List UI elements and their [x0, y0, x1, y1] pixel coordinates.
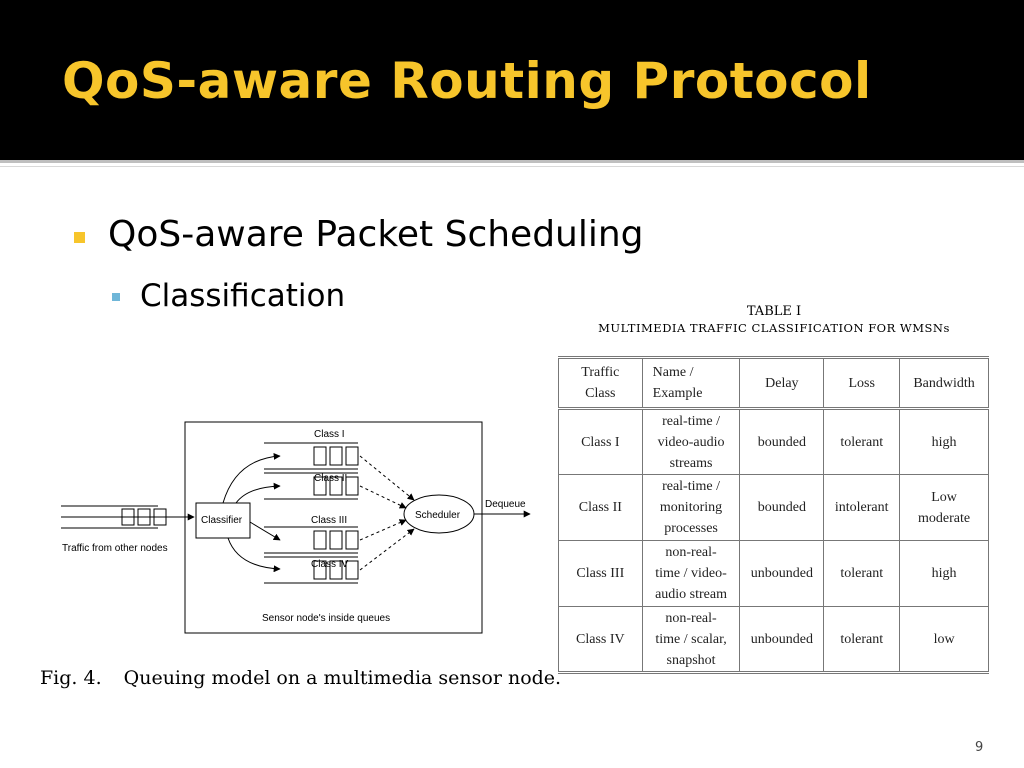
table-row: Class IV non-real-time / scalar,snapshot…: [558, 606, 989, 674]
queue-packet: [329, 560, 343, 580]
box-label: Sensor node's inside queues: [262, 613, 390, 624]
header-delay: Delay: [739, 356, 825, 410]
cell-loss: tolerant: [823, 540, 901, 607]
cell-loss: intolerant: [823, 474, 901, 541]
classifier-label: Classifier: [201, 515, 243, 526]
class-label-2: Class II: [314, 473, 347, 484]
queue-packet: [313, 530, 327, 550]
dequeue-label: Dequeue: [485, 499, 526, 510]
queue-packet: [329, 476, 343, 496]
input-label: Traffic from other nodes: [62, 543, 168, 554]
figure-number: Fig. 4.: [40, 667, 102, 689]
table-title: TABLE I: [746, 304, 802, 319]
header-name-example: Name /Example: [641, 356, 741, 410]
header-divider: [0, 160, 1024, 163]
queue-packet: [313, 476, 327, 496]
cell-delay: unbounded: [739, 540, 825, 607]
figure-caption: Fig. 4. Queuing model on a multimedia sen…: [40, 667, 561, 689]
queue-packet: [345, 476, 359, 496]
slide-header: [0, 0, 1024, 160]
cell-traffic-class: Class II: [558, 474, 643, 541]
class-label-1: Class I: [314, 429, 345, 440]
header-divider-thin: [0, 166, 1024, 167]
cell-delay: unbounded: [739, 606, 825, 674]
table-subtitle: MULTIMEDIA TRAFFIC CLASSIFICATION FOR WM…: [598, 321, 950, 335]
bullet-text-level2: Classification: [140, 278, 346, 314]
cell-traffic-class: Class IV: [558, 606, 643, 674]
table-row: Class III non-real-time / video-audio st…: [558, 540, 989, 607]
cell-bandwidth: low: [899, 606, 989, 674]
queue-packet: [313, 446, 327, 466]
bullet-square-icon: [74, 232, 85, 243]
header-bandwidth: Bandwidth: [899, 356, 989, 410]
sensor-node-box: [184, 421, 483, 634]
page-number: 9: [975, 740, 984, 755]
header-loss: Loss: [823, 356, 901, 410]
input-packet: [153, 508, 167, 526]
cell-bandwidth: high: [899, 540, 989, 607]
bullet-text-level1: QoS-aware Packet Scheduling: [108, 214, 644, 255]
queue-packet: [345, 530, 359, 550]
sub-bullet-square-icon: [112, 293, 120, 301]
scheduler-label: Scheduler: [415, 510, 461, 521]
queuing-model-diagram: Class I Class II Class III Class IV Clas…: [61, 421, 531, 634]
cell-delay: bounded: [739, 474, 825, 541]
class-label-3: Class III: [311, 515, 347, 526]
figure-caption-text: Queuing model on a multimedia sensor nod…: [123, 667, 562, 689]
cell-delay: bounded: [739, 408, 825, 475]
queue-packet: [329, 530, 343, 550]
queue-packet: [313, 560, 327, 580]
cell-bandwidth: high: [899, 408, 989, 475]
slide-title: QoS-aware Routing Protocol: [62, 52, 872, 110]
input-packet: [137, 508, 151, 526]
input-packet: [121, 508, 135, 526]
queue-packet: [329, 446, 343, 466]
queue-packet: [345, 560, 359, 580]
cell-loss: tolerant: [823, 606, 901, 674]
cell-name-example: non-real-time / video-audio stream: [641, 540, 741, 607]
class-label-4: Class IV: [311, 559, 349, 570]
cell-traffic-class: Class I: [558, 408, 643, 475]
queue-packet: [345, 446, 359, 466]
cell-loss: tolerant: [823, 408, 901, 475]
cell-traffic-class: Class III: [558, 540, 643, 607]
cell-name-example: non-real-time / scalar,snapshot: [641, 606, 741, 674]
